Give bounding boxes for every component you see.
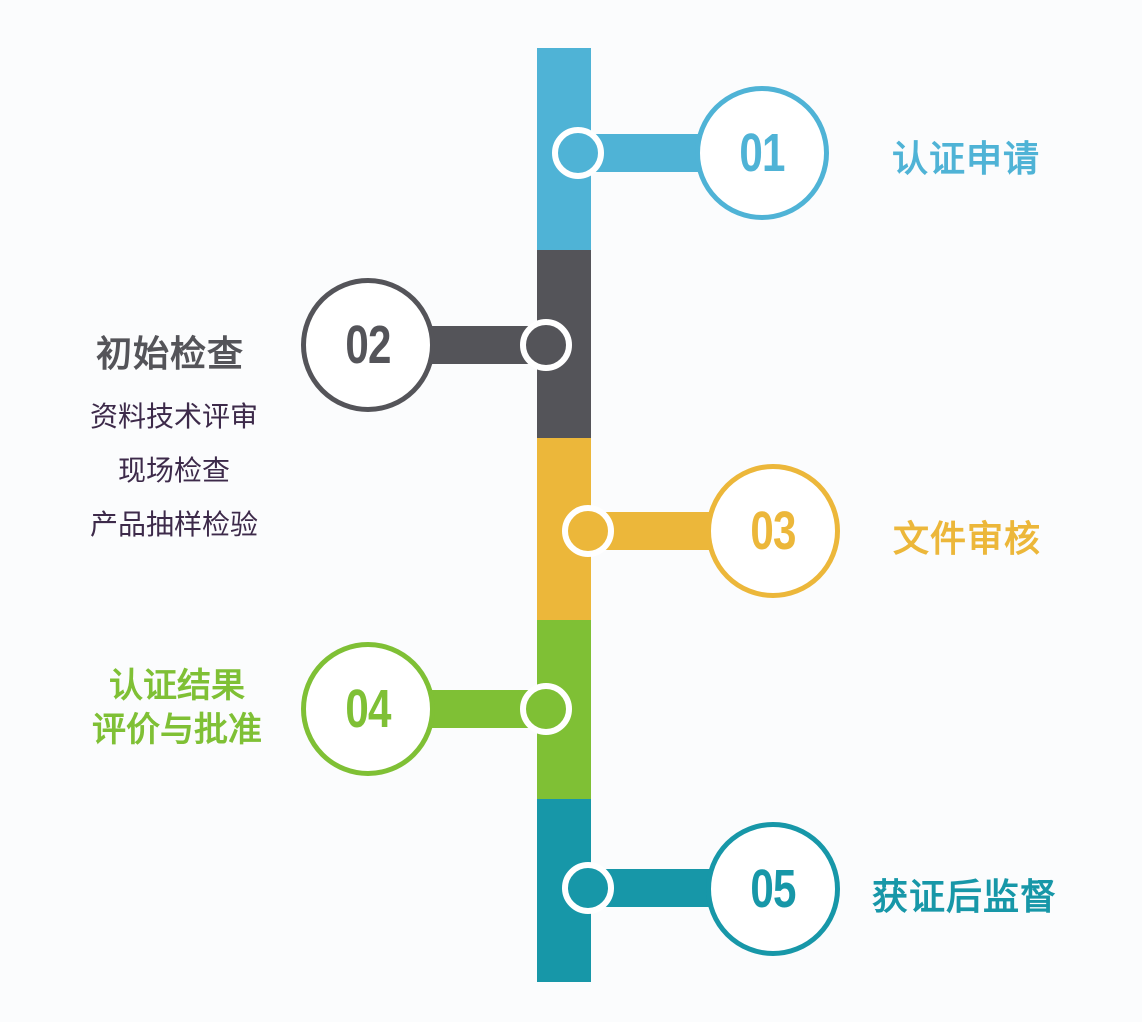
step-2-details: 资料技术评审 现场检查 产品抽样检验: [74, 390, 274, 552]
step-3-number-badge: 03: [706, 464, 840, 598]
step-4-title: 认证结果 评价与批准: [74, 664, 280, 752]
step-2-number: 02: [345, 315, 391, 375]
step-3-node: [562, 505, 614, 557]
step-1-number: 01: [739, 123, 785, 183]
step-4-number-badge: 04: [301, 642, 435, 776]
step-2-node: [520, 319, 572, 371]
step-4-node: [520, 683, 572, 735]
step-5-number: 05: [750, 859, 796, 919]
step-3-number: 03: [750, 501, 796, 561]
step-1-number-badge: 01: [695, 86, 829, 220]
step-1-title: 认证申请: [892, 139, 1041, 180]
step-2-detail-item: 现场检查: [117, 454, 230, 487]
step-1-connector: [590, 134, 710, 172]
step-5-number-badge: 05: [706, 822, 840, 956]
step-1-node: [552, 127, 604, 179]
step-2-detail-item: 产品抽样检验: [89, 508, 258, 541]
step-3-title: 文件审核: [893, 519, 1042, 560]
step-5-connector: [600, 869, 720, 907]
step-5-node: [562, 862, 614, 914]
step-4-title-line: 认证结果: [109, 666, 245, 706]
step-2-number-badge: 02: [301, 278, 435, 412]
step-2-title: 初始检查: [96, 334, 245, 375]
step-4-number: 04: [345, 679, 391, 739]
step-2-detail-item: 资料技术评审: [89, 400, 258, 433]
step-4-title-line: 评价与批准: [92, 710, 262, 750]
step-3-connector: [600, 512, 720, 550]
step-5-title: 获证后监督: [872, 877, 1058, 918]
